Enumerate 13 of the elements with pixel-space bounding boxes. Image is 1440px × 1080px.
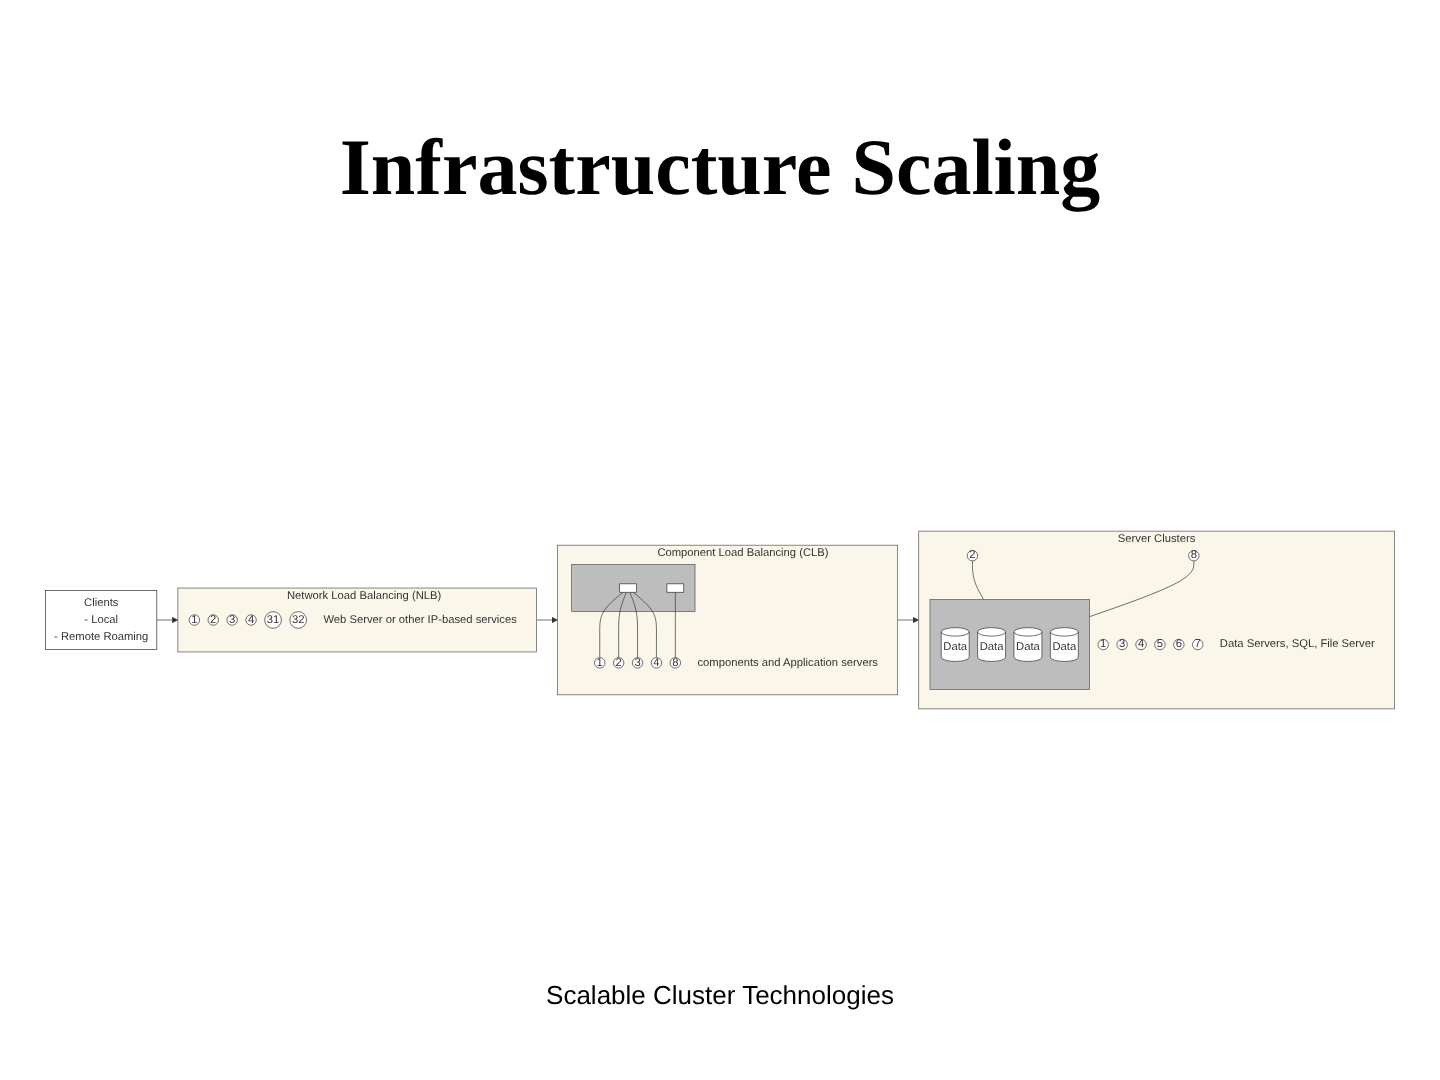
connector [972,560,985,600]
bracket-label: Scalable Cluster Technologies [546,980,894,1010]
connector [618,591,627,658]
connector [632,591,657,658]
connector [629,591,638,658]
cluster [929,599,1090,690]
connector [675,591,676,658]
connector [599,591,624,658]
cluster [571,564,696,612]
title: Infrastructure Scaling [337,120,1103,214]
connector [1089,560,1195,617]
node-box [619,583,637,593]
node-box [666,583,685,593]
